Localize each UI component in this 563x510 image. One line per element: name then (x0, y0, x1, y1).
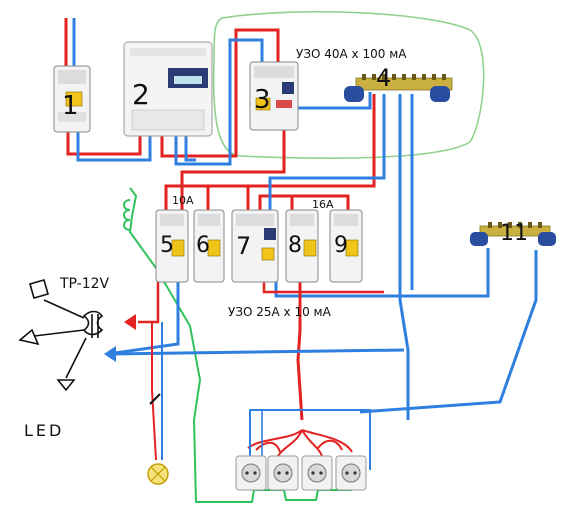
breaker-8-toggle[interactable] (303, 239, 317, 257)
arrow-neutral (104, 346, 116, 362)
wire-7-neutral-up (268, 94, 386, 210)
label-3: 3 (254, 85, 271, 115)
label-1: 1 (62, 91, 79, 121)
wire-phase-lamp (151, 322, 157, 461)
wire-11-to-sockets (359, 250, 538, 414)
wire-neutral-bottom (111, 348, 405, 356)
lamp-icon (147, 463, 169, 485)
arrow-phase (124, 314, 136, 330)
breaker-6-toggle[interactable] (207, 239, 221, 257)
breaker-6[interactable] (193, 209, 225, 283)
wire-7-to-11-neutral (274, 248, 490, 298)
socket-1[interactable] (235, 455, 267, 491)
breaker-5-toggle[interactable] (171, 239, 185, 257)
breaker-8[interactable] (285, 209, 319, 283)
rcd-3-toggle[interactable] (255, 97, 271, 111)
wire-4-neutral-down (398, 94, 410, 420)
socket-2[interactable] (267, 455, 299, 491)
wire-8-phase-down (296, 282, 304, 421)
wire-7-out-red (262, 282, 384, 294)
wire-meter-extra (184, 136, 196, 162)
socket-frame-neutral (249, 409, 371, 470)
led-lamp-icon (18, 279, 87, 392)
meter-display (174, 76, 202, 84)
uzo-bottom-label: УЗО 25А х 10 мА (228, 305, 332, 319)
uzo-top-label: УЗО 40А х 100 мА (296, 47, 407, 61)
transformer-icon (82, 310, 104, 338)
wire-3-phase-down (180, 130, 286, 210)
earth-wire (128, 187, 352, 503)
meter-2 (123, 41, 213, 137)
socket-loops (255, 439, 343, 453)
breaker-9-toggle[interactable] (345, 239, 359, 257)
protected-zone-outline (212, 10, 485, 159)
wire-neutral-transformer (107, 282, 180, 356)
label-6: 6 (196, 233, 210, 258)
label-7: 7 (236, 232, 251, 260)
busbar-4 (344, 74, 453, 102)
socket-3[interactable] (301, 455, 333, 491)
rcd-7-toggle[interactable] (261, 247, 275, 261)
earth-coil (123, 199, 131, 231)
wire-2-3-neutral (174, 38, 264, 166)
label-5: 5 (160, 233, 174, 258)
amp-16-label: 16А (312, 198, 334, 211)
socket-phase-fan (247, 429, 353, 457)
led-label: LED (24, 421, 64, 440)
breaker-5[interactable] (155, 209, 189, 283)
socket-4[interactable] (335, 455, 367, 491)
label-9: 9 (334, 233, 348, 258)
label-8: 8 (288, 233, 302, 258)
wire-1-2-phase (66, 132, 142, 156)
breaker-1[interactable] (53, 65, 91, 133)
wire-1-2-neutral (76, 132, 152, 162)
label-4: 4 (376, 64, 391, 92)
lamp-switch[interactable] (149, 393, 161, 405)
wire-phase-transformer (138, 282, 160, 324)
rcd-7[interactable] (231, 209, 279, 283)
busbar-11 (470, 222, 556, 246)
label-2: 2 (132, 78, 150, 111)
breaker-1-toggle[interactable] (65, 91, 83, 107)
rcd-3[interactable] (249, 61, 299, 131)
wire-phase-to-8-9 (258, 194, 350, 210)
transformer-label: TP-12V (59, 276, 110, 292)
label-11: 11 (500, 221, 528, 246)
amp-10-label: 10А (172, 194, 194, 207)
wire-2-3-phase (160, 28, 280, 158)
breaker-9[interactable] (329, 209, 363, 283)
